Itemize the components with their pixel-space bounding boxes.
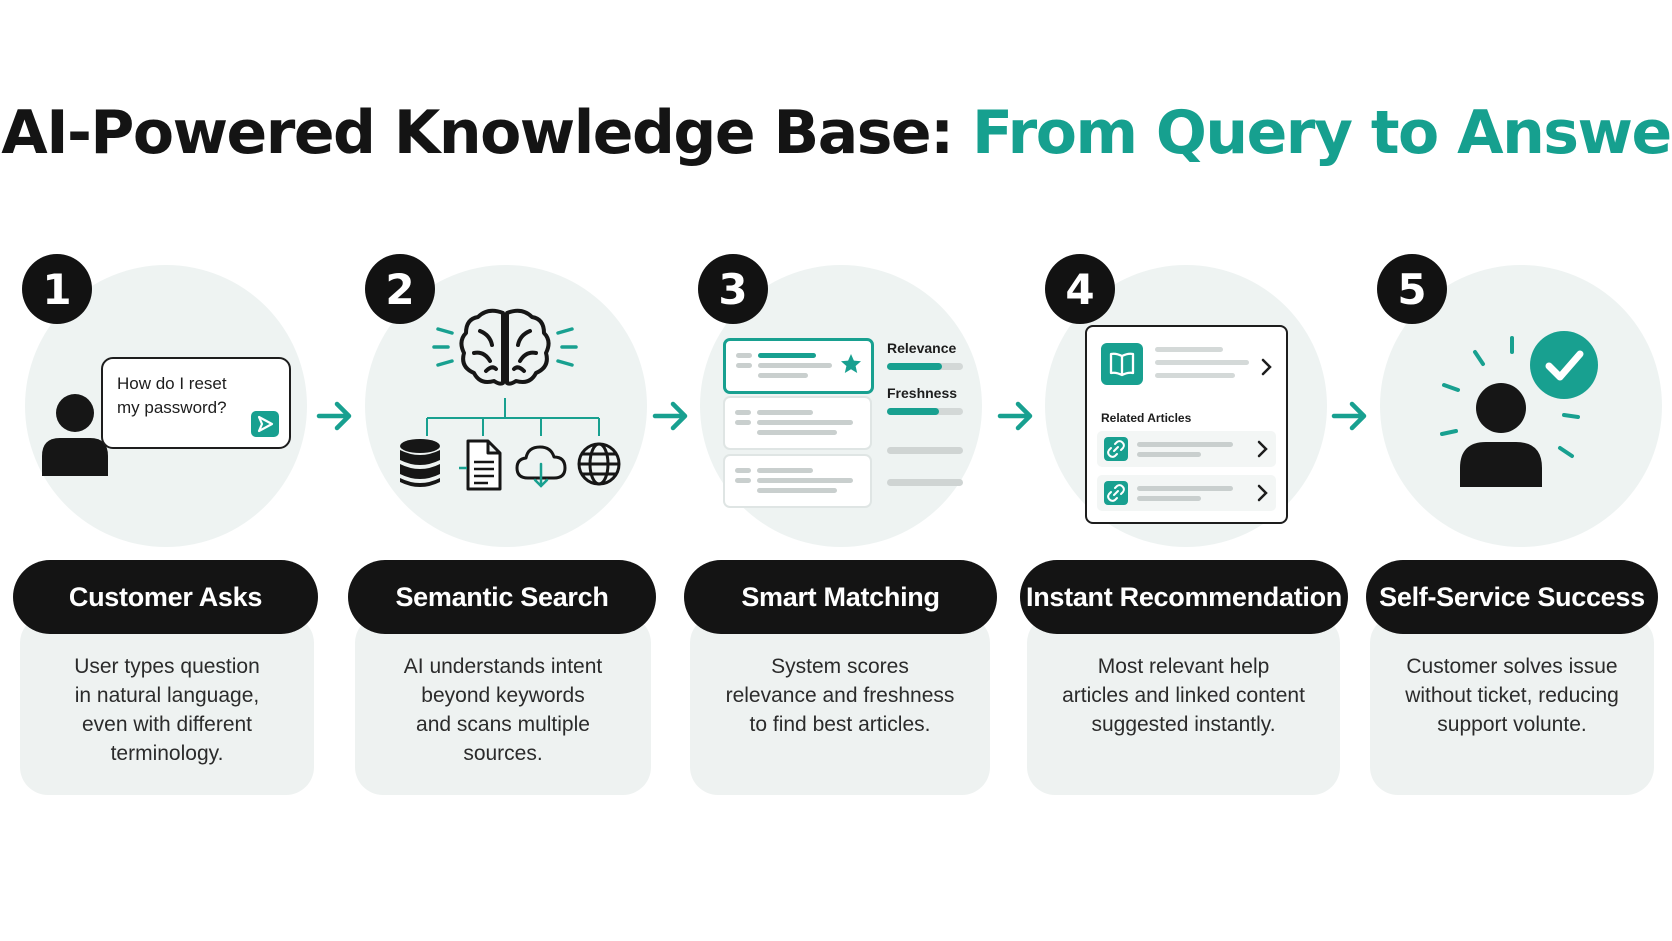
step-5-title: Self-Service Success xyxy=(1366,560,1658,634)
chat-line: my password? xyxy=(117,398,227,417)
description-line: support volunte. xyxy=(1437,713,1587,736)
relevance-bar xyxy=(887,363,963,370)
step-2-card xyxy=(355,615,651,795)
step-2-description: AI understands intent beyond keywords an… xyxy=(355,652,651,768)
chevron-right-icon xyxy=(1257,440,1268,458)
description-line: even with different xyxy=(81,713,253,736)
description-line: Customer solves issue xyxy=(1406,655,1618,678)
link-icon xyxy=(1107,440,1125,458)
result-card xyxy=(723,396,872,450)
related-article-item[interactable] xyxy=(1097,431,1276,467)
recommendation-panel: Related Articles xyxy=(1085,325,1288,524)
user-icon xyxy=(42,394,108,476)
description-line: to find best articles. xyxy=(749,713,931,736)
link-icon-tile xyxy=(1104,481,1128,505)
description-line: User types question xyxy=(74,655,260,678)
step-2-number: 2 xyxy=(365,254,435,324)
step-5-number: 5 xyxy=(1377,254,1447,324)
description-line: without ticket, reducing xyxy=(1405,684,1619,707)
title-accent: From Query to Answer xyxy=(971,98,1672,168)
link-icon-tile xyxy=(1104,437,1128,461)
brain-icon xyxy=(432,308,578,386)
link-icon xyxy=(1107,484,1125,502)
cloud-icon xyxy=(515,445,567,488)
document-icon xyxy=(459,439,502,491)
result-card xyxy=(723,454,872,508)
relevance-label: Relevance xyxy=(887,340,957,356)
step-4-description: Most relevant help articles and linked c… xyxy=(1027,652,1340,739)
chevron-right-icon xyxy=(1257,484,1268,502)
step-5-description: Customer solves issue without ticket, re… xyxy=(1370,652,1654,739)
page-title: AI-Powered Knowledge Base: From Query to… xyxy=(0,98,1672,168)
database-icon xyxy=(400,439,440,487)
description-line: sources. xyxy=(463,742,543,765)
step-3-card xyxy=(690,615,990,795)
description-line: articles and linked content xyxy=(1062,684,1305,707)
book-icon-tile xyxy=(1101,343,1143,385)
description-line: System scores xyxy=(771,655,909,678)
source-connector xyxy=(426,398,600,436)
arrow-right-icon xyxy=(652,401,688,431)
step-4-title: Instant Recommendation xyxy=(1020,560,1348,634)
step-1-description: User types question in natural language,… xyxy=(20,652,314,768)
related-articles-label: Related Articles xyxy=(1101,411,1192,425)
step-1-number: 1 xyxy=(22,254,92,324)
score-bar xyxy=(887,447,963,454)
featured-article[interactable] xyxy=(1087,327,1286,405)
step-5-card xyxy=(1370,615,1654,795)
top-result-card xyxy=(723,338,874,394)
score-bar xyxy=(887,479,963,486)
description-line: suggested instantly. xyxy=(1091,713,1276,736)
globe-icon xyxy=(577,442,621,486)
description-line: AI understands intent xyxy=(403,655,603,678)
description-line: in natural language, xyxy=(74,684,260,707)
step-4-number: 4 xyxy=(1045,254,1115,324)
description-line: and scans multiple xyxy=(416,713,590,736)
star-icon xyxy=(841,354,861,373)
title-main: AI-Powered Knowledge Base: xyxy=(1,98,954,168)
step-3-description: System scores relevance and freshness to… xyxy=(690,652,990,739)
arrow-right-icon xyxy=(1331,401,1367,431)
description-line: Most relevant help xyxy=(1097,655,1270,678)
step-1-title: Customer Asks xyxy=(13,560,318,634)
book-icon xyxy=(1109,352,1135,377)
step-3-title: Smart Matching xyxy=(684,560,997,634)
chat-line: How do I reset xyxy=(117,374,227,393)
chat-bubble: How do I reset my password? xyxy=(101,357,291,449)
send-button[interactable] xyxy=(251,411,279,437)
description-line: relevance and freshness xyxy=(725,684,955,707)
chat-question: How do I reset my password? xyxy=(117,372,227,420)
step-1-card xyxy=(20,615,314,795)
freshness-label: Freshness xyxy=(887,385,958,401)
arrow-right-icon xyxy=(316,401,352,431)
arrow-right-icon xyxy=(997,401,1033,431)
step-2-title: Semantic Search xyxy=(348,560,656,634)
description-line: beyond keywords xyxy=(421,684,585,707)
description-line: terminology. xyxy=(110,742,224,765)
chevron-right-icon xyxy=(1261,358,1272,376)
step-3-number: 3 xyxy=(698,254,768,324)
success-user-icon xyxy=(1440,331,1598,487)
step-4-card xyxy=(1027,615,1340,795)
related-article-item[interactable] xyxy=(1097,475,1276,511)
send-icon xyxy=(257,415,274,433)
freshness-bar xyxy=(887,408,963,415)
